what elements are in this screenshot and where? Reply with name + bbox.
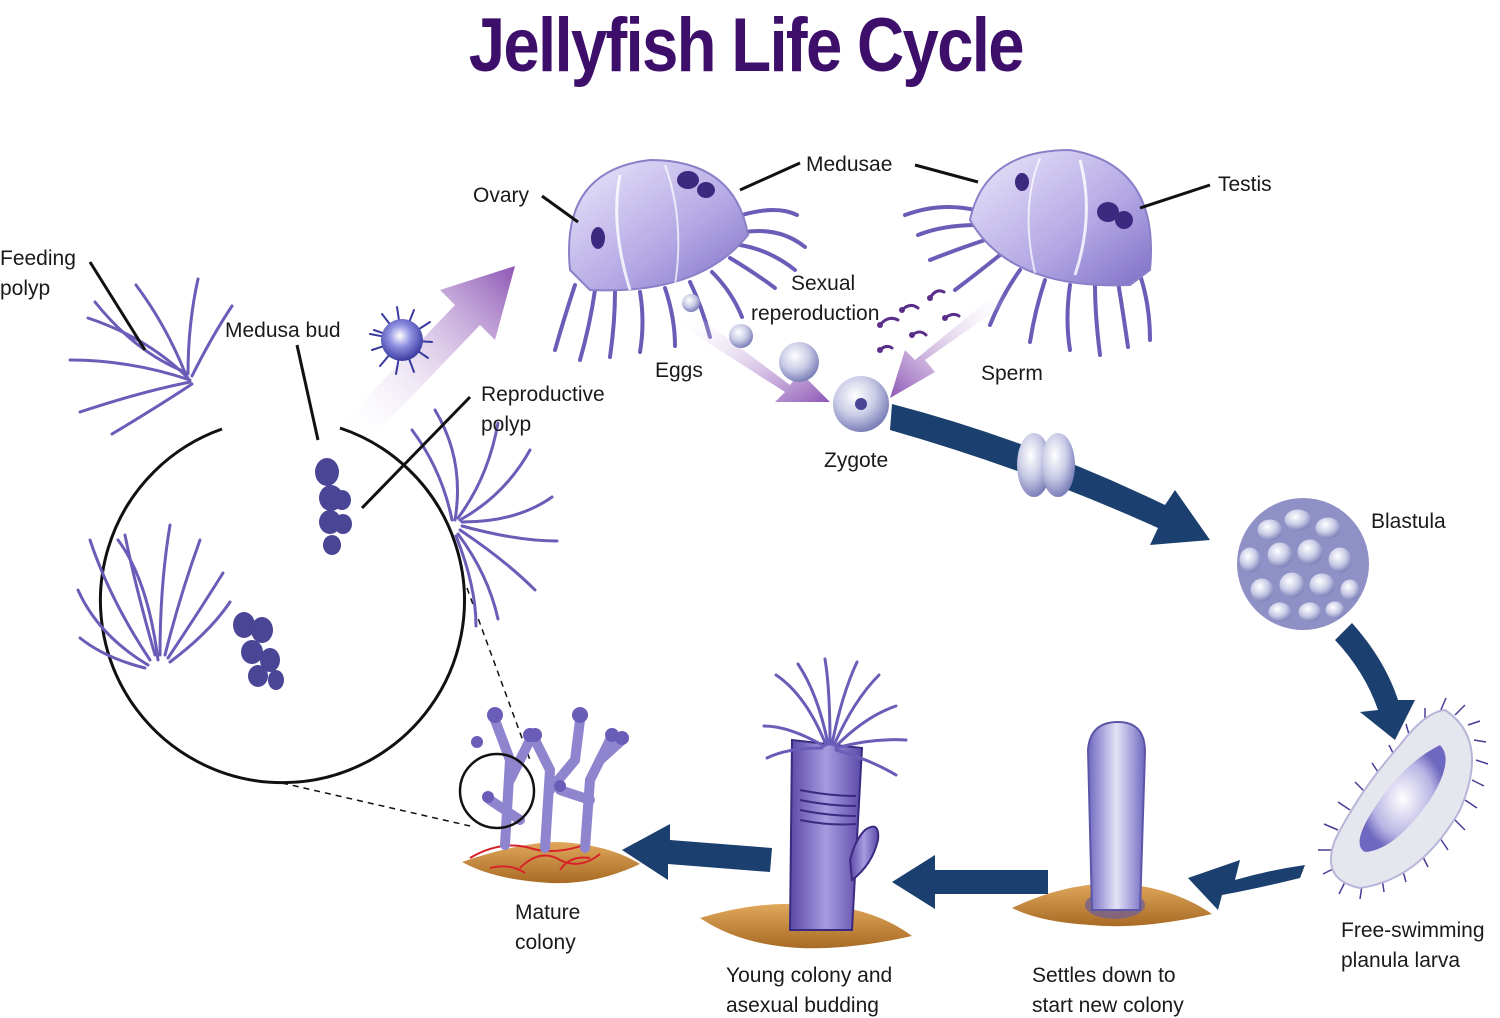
labels: Feeding polyp Medusa bud Reproductive po… (0, 153, 1485, 1017)
mature-colony (458, 707, 640, 884)
label-testis: Testis (1218, 173, 1272, 196)
arrow-planula-to-settle (1188, 860, 1305, 910)
label-planula-line1: Free-swimming (1341, 919, 1485, 942)
blastula (1237, 498, 1369, 630)
svg-text:Feeding: Feeding (0, 247, 76, 270)
label-blastula: Blastula (1371, 510, 1446, 533)
label-reproductive-polyp-line1: Reproductive (481, 383, 605, 406)
feeding-polyp-tuft-inner (76, 523, 232, 670)
reproductive-polyp-tuft (410, 408, 559, 628)
egg (779, 342, 819, 382)
label-medusa-bud: Medusa bud (225, 319, 341, 342)
label-mature-colony-line2: colony (515, 931, 576, 954)
label-mature-colony-line1: Mature (515, 901, 580, 924)
magnified-colony-view (76, 408, 559, 827)
label-sexual-reproduction-line1: Sexual (791, 272, 855, 295)
label-sperm: Sperm (981, 362, 1043, 385)
page-title: Jellyfish Life Cycle (468, 3, 1025, 88)
settling-polyp (1012, 720, 1212, 927)
cycle-arrows (622, 404, 1415, 910)
female-medusa (553, 158, 807, 362)
label-ovary: Ovary (473, 184, 530, 207)
medusa-buds-inner (233, 612, 284, 690)
two-cell-embryo (1017, 433, 1075, 497)
zygote (833, 376, 889, 432)
label-reproductive-polyp-line2: polyp (481, 413, 531, 436)
leader-lines (88, 161, 1211, 510)
label-feeding-polyp-line1: Feeding (0, 247, 76, 270)
label-settles-line1: Settles down to (1032, 964, 1176, 987)
arrow-young-to-mature (622, 824, 772, 880)
male-medusa (903, 148, 1152, 357)
young-colony-polyp (700, 657, 912, 949)
label-medusae: Medusae (806, 153, 892, 176)
label-settles-line2: start new colony (1032, 994, 1184, 1017)
egg (729, 324, 753, 348)
sperm-arrow (877, 289, 1010, 398)
label-eggs: Eggs (655, 359, 703, 382)
label-sexual-reproduction-line2: reperoduction (751, 302, 879, 325)
label-young-colony-line2: asexual budding (726, 994, 879, 1017)
planula-larva (1318, 697, 1489, 900)
arrow-settle-to-young (892, 855, 1048, 909)
label-feeding-polyp-line2: polyp (0, 277, 50, 300)
label-young-colony-line1: Young colony and (726, 964, 892, 987)
magnifier-circle (458, 752, 536, 830)
arrow-blastula-to-planula (1335, 623, 1415, 740)
svg-text:polyp: polyp (0, 277, 50, 300)
medusa-buds-stack (315, 458, 352, 555)
feeding-polyp-illustration (68, 277, 234, 436)
label-zygote: Zygote (824, 449, 888, 472)
egg (682, 294, 700, 312)
label-planula-line2: planula larva (1341, 949, 1460, 972)
medusa-bud-release (345, 266, 515, 440)
eggs-arrow (680, 294, 830, 402)
